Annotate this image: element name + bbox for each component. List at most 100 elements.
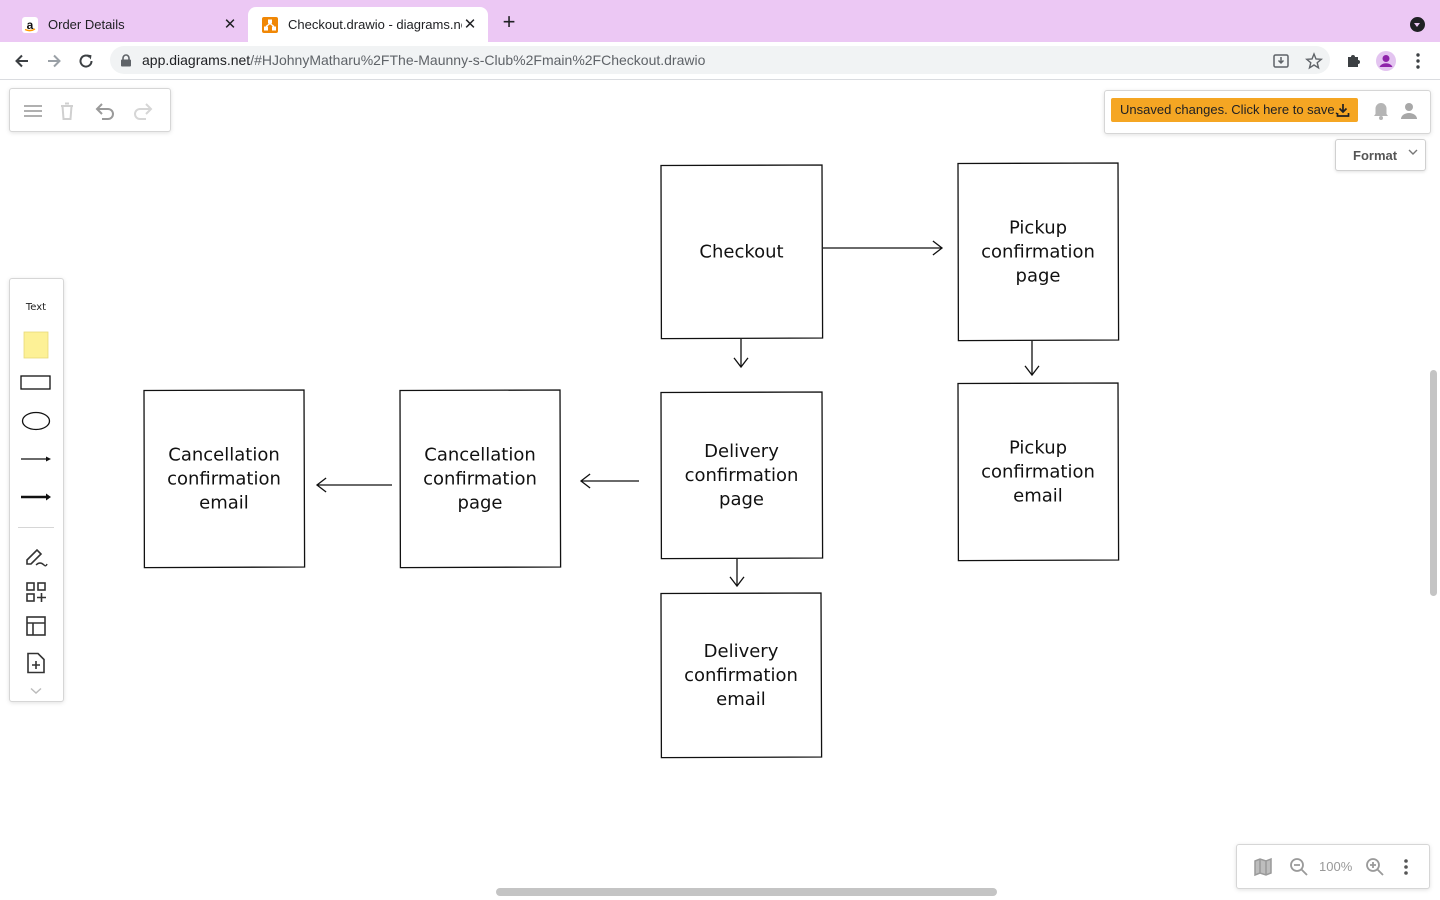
freehand-pen-icon [26, 548, 48, 567]
table-icon [26, 616, 46, 636]
diagram-node-label: confirmation [981, 462, 1095, 483]
bookmark-star-icon[interactable] [1305, 52, 1323, 70]
undo-icon[interactable] [94, 100, 116, 122]
diagram-node-label: confirmation [423, 469, 537, 490]
text-shape[interactable]: Text [20, 291, 52, 323]
sticky-note-icon [23, 331, 49, 359]
bold-arrow-shape[interactable] [20, 481, 52, 513]
delete-icon[interactable] [56, 100, 78, 122]
add-shapes-icon [26, 582, 46, 602]
diagram-node-cancel-email[interactable] [143, 389, 306, 569]
zoom-level[interactable]: 100% [1319, 859, 1353, 874]
text-shape-label: Text [25, 301, 47, 313]
diagram-node-label: Delivery [704, 641, 779, 662]
puzzle-icon [1348, 55, 1360, 67]
download-icon [1336, 104, 1350, 117]
diagram-node-label: page [719, 489, 764, 510]
diagram-arrowhead [733, 357, 749, 369]
browser-tab-strip: a Order Details ✕ Checkout.drawio - diag… [0, 0, 1440, 42]
lock-icon [121, 54, 131, 67]
bold-arrow-icon [21, 493, 51, 501]
diagram-node-label: Pickup [1009, 218, 1067, 239]
url-host: app.diagrams.net [142, 52, 251, 68]
close-tab-icon[interactable]: ✕ [223, 15, 237, 33]
freehand-tool[interactable] [20, 542, 52, 574]
install-app-icon[interactable] [1272, 52, 1290, 70]
horizontal-scrollbar[interactable] [496, 888, 997, 896]
ellipse-icon [21, 411, 51, 431]
line-shape[interactable] [20, 443, 52, 475]
diagram-node-label: confirmation [684, 665, 798, 686]
diagram-node-delivery-page[interactable] [660, 391, 824, 560]
sticky-note-shape[interactable] [20, 329, 52, 361]
line-arrow-icon [21, 456, 51, 462]
rectangle-icon [20, 375, 51, 390]
edit-toolbar [9, 88, 171, 132]
new-tab-button[interactable]: + [502, 9, 516, 34]
tab-title: Order Details [48, 17, 125, 32]
diagram-node-label: email [1013, 486, 1063, 507]
diagram-node-label: page [458, 493, 503, 514]
diagram-arrowhead [729, 576, 745, 588]
diagram-node-label: confirmation [167, 469, 281, 490]
more-shapes-toggle[interactable] [20, 675, 52, 707]
diagram-node-label: Pickup [1009, 438, 1067, 459]
drawio-icon [262, 16, 278, 33]
browser-toolbar: app.diagrams.net/#HJohnyMatharu%2FThe-Ma… [0, 42, 1440, 80]
amazon-icon: a [22, 16, 38, 33]
diagram-arrowhead [315, 477, 327, 493]
format-panel-button[interactable]: Format [1335, 139, 1426, 171]
svg-text:a: a [27, 18, 34, 32]
diagram-node-label: confirmation [981, 242, 1095, 263]
tab-search-icon[interactable] [1410, 17, 1425, 32]
panel-divider [18, 527, 54, 528]
ellipse-shape[interactable] [20, 405, 52, 437]
back-button[interactable] [9, 48, 35, 74]
diagram-arrowhead [932, 240, 944, 256]
rectangle-shape[interactable] [20, 367, 52, 399]
templates-tool[interactable] [20, 647, 52, 679]
url-path: /#HJohnyMatharu%2FThe-Maunny-s-Club%2Fma… [250, 52, 706, 68]
tab-checkout-drawio[interactable]: Checkout.drawio - diagrams.net ✕ [248, 7, 488, 42]
diagram: CheckoutPickupconfirmationpagePickupconf… [143, 162, 1120, 759]
diagram-node-label: Cancellation [424, 445, 536, 466]
close-tab-icon[interactable]: ✕ [463, 15, 477, 33]
forward-arrow-icon [48, 54, 61, 68]
forward-button[interactable] [41, 48, 67, 74]
diagram-node-checkout[interactable] [660, 164, 824, 340]
user-account-icon[interactable] [1399, 101, 1419, 121]
more-vert-icon [1416, 53, 1420, 69]
diagram-arrowhead [1024, 365, 1040, 377]
add-document-icon [27, 652, 45, 674]
diagram-node-label: page [1016, 266, 1061, 287]
vertical-scrollbar[interactable] [1430, 370, 1437, 596]
shape-library-tool[interactable] [20, 576, 52, 608]
back-arrow-icon [15, 54, 28, 68]
extensions-button[interactable] [1341, 48, 1367, 74]
zoom-in-icon[interactable] [1365, 857, 1385, 877]
browser-menu-button[interactable] [1405, 48, 1431, 74]
tab-order-details[interactable]: a Order Details ✕ [8, 7, 248, 42]
diagram-node-pickup-email[interactable] [957, 382, 1120, 562]
redo-icon[interactable] [132, 100, 154, 122]
diagram-node-label: email [199, 493, 249, 514]
diagram-node-cancel-page[interactable] [399, 389, 562, 569]
unsaved-changes-button[interactable]: Unsaved changes. Click here to save. [1111, 98, 1358, 122]
profile-button[interactable] [1373, 48, 1399, 74]
diagram-node-delivery-email[interactable] [660, 592, 823, 759]
profile-avatar-icon [1376, 51, 1396, 71]
notifications-bell-icon[interactable] [1371, 101, 1391, 121]
zoom-out-icon[interactable] [1289, 857, 1309, 877]
menu-icon[interactable] [22, 100, 44, 122]
outline-map-icon[interactable] [1253, 857, 1273, 877]
diagram-arrowhead [579, 473, 591, 489]
diagram-node-pickup-page[interactable] [957, 162, 1120, 342]
address-bar[interactable]: app.diagrams.net/#HJohnyMatharu%2FThe-Ma… [110, 46, 1330, 74]
diagram-node-label: Cancellation [168, 445, 280, 466]
reload-button[interactable] [73, 48, 99, 74]
more-options-icon[interactable] [1403, 857, 1409, 877]
table-tool[interactable] [20, 610, 52, 642]
chevron-down-icon [1408, 149, 1418, 155]
format-label: Format [1353, 148, 1398, 163]
